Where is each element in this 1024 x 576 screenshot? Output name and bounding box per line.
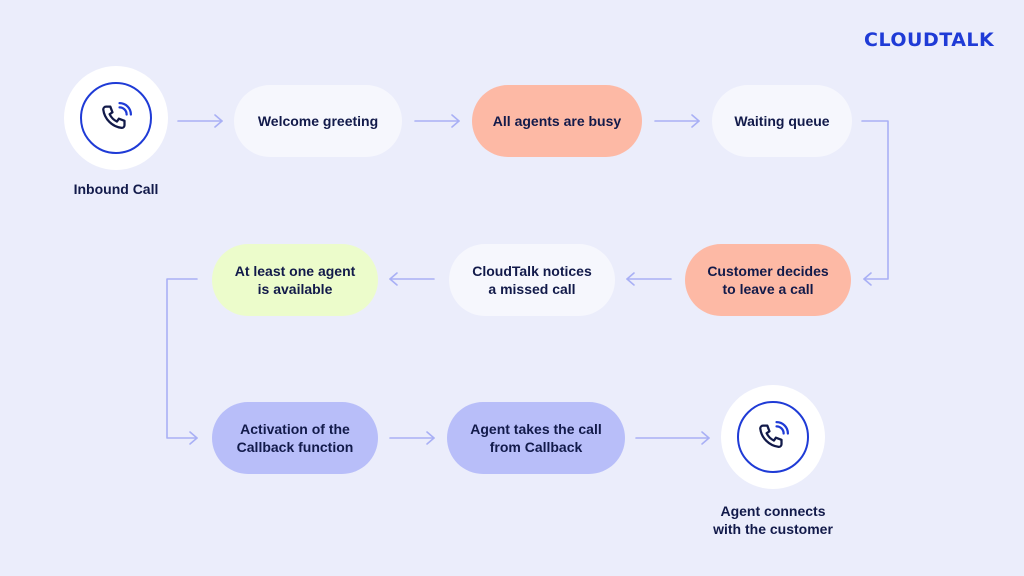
step-agent-available: At least one agent is available xyxy=(212,244,378,316)
step-label: Activation of the Callback function xyxy=(236,421,354,455)
phone-call-icon xyxy=(102,101,133,130)
inbound-call-caption: Inbound Call xyxy=(73,181,159,197)
step-all-agents-busy: All agents are busy xyxy=(472,85,642,157)
arrow-available-to-activation xyxy=(166,278,198,445)
step-label: CloudTalk notices a missed call xyxy=(472,263,592,297)
step-customer-decides: Customer decides to leave a call xyxy=(685,244,851,316)
step-agent-takes-call: Agent takes the call from Callback xyxy=(447,402,625,474)
step-label: Waiting queue xyxy=(734,113,830,129)
step-callback-activation: Activation of the Callback function xyxy=(212,402,378,474)
step-label: Agent takes the call from Callback xyxy=(470,421,602,455)
arrow-agent-takes-to-connect xyxy=(635,431,710,445)
phone-call-icon xyxy=(759,420,790,449)
arrow-queue-to-customer-decides xyxy=(861,120,889,286)
step-label: Customer decides to leave a call xyxy=(707,263,829,297)
phone-ring xyxy=(80,82,152,154)
arrow-busy-to-queue xyxy=(654,114,700,128)
agent-connects-icon-circle xyxy=(721,385,825,489)
arrow-welcome-to-busy xyxy=(414,114,460,128)
inbound-call-icon-circle xyxy=(64,66,168,170)
step-welcome-greeting: Welcome greeting xyxy=(234,85,402,157)
phone-ring xyxy=(737,401,809,473)
arrow-notices-to-available xyxy=(389,272,435,286)
step-label: At least one agent is available xyxy=(234,263,356,297)
arrow-start-to-welcome xyxy=(177,114,223,128)
agent-connects-caption: Agent connects with the customer xyxy=(713,503,833,537)
arrow-activation-to-agent-takes xyxy=(389,431,435,445)
step-label: Welcome greeting xyxy=(257,113,379,129)
step-cloudtalk-notices: CloudTalk notices a missed call xyxy=(449,244,615,316)
arrow-customer-to-notices xyxy=(626,272,672,286)
step-waiting-queue: Waiting queue xyxy=(712,85,852,157)
step-label: All agents are busy xyxy=(492,113,622,129)
cloudtalk-logo: CLOUDTALK xyxy=(864,29,995,51)
